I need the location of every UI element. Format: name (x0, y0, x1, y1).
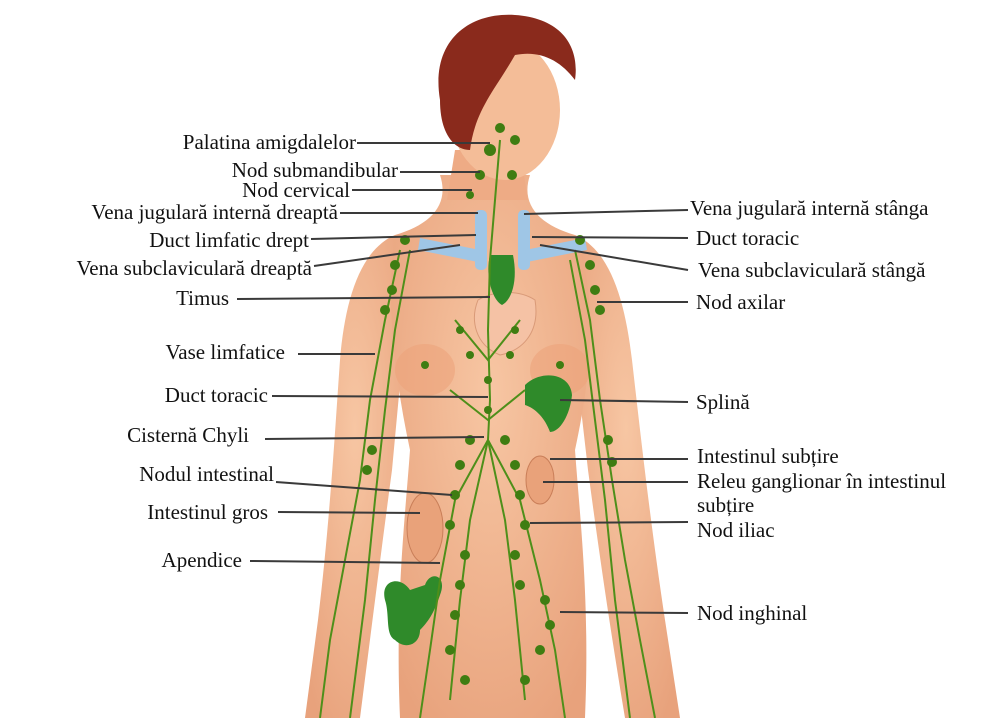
label-vena-jugulara-interna-stanga: Vena jugulară internă stânga (690, 198, 929, 219)
label-duct-limfatic-drept: Duct limfatic drept (149, 230, 309, 251)
label-nod-iliac: Nod iliac (697, 520, 775, 541)
label-intestinul-subtire: Intestinul subțire (697, 446, 839, 467)
label-releu-ganglionar-cont: subțire (697, 495, 754, 516)
label-nod-cervical: Nod cervical (242, 180, 350, 201)
label-intestinul-gros: Intestinul gros (147, 502, 268, 523)
label-duct-toracic-left: Duct toracic (165, 385, 268, 406)
label-nod-inghinal: Nod inghinal (697, 603, 807, 624)
label-palatina-amigdalelor: Palatina amigdalelor (183, 132, 356, 153)
label-timus: Timus (176, 288, 229, 309)
label-apendice: Apendice (162, 550, 242, 571)
label-vena-subclaviculara-stanga: Vena subclaviculară stângă (698, 260, 925, 281)
label-nodul-intestinal: Nodul intestinal (139, 464, 274, 485)
label-cisterna-chyli: Cisternă Chyli (127, 425, 249, 446)
label-vase-limfatice: Vase limfatice (165, 342, 285, 363)
label-releu-ganglionar: Releu ganglionar în intestinul (697, 471, 946, 492)
small-intestine (526, 456, 554, 504)
label-splina: Splină (696, 392, 750, 413)
large-intestine (407, 493, 443, 563)
label-nod-axilar: Nod axilar (696, 292, 785, 313)
label-vena-jugulara-interna-dreapta: Vena jugulară internă dreaptă (91, 202, 338, 223)
label-vena-subclaviculara-dreapta: Vena subclaviculară dreaptă (76, 258, 312, 279)
label-duct-toracic-right: Duct toracic (696, 228, 799, 249)
